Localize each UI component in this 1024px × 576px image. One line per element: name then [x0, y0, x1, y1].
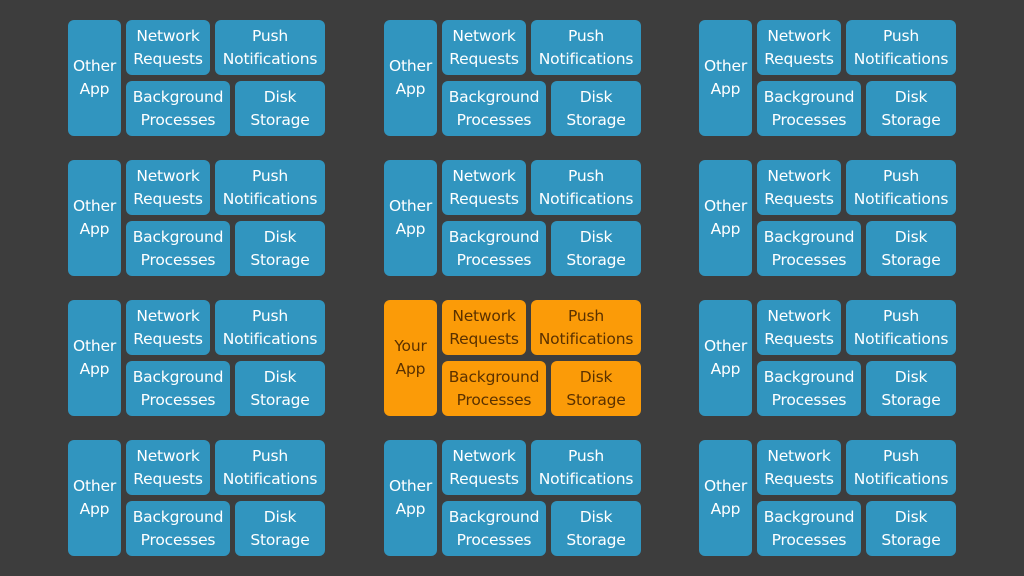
push-notifications-box: Push Notifications	[846, 20, 956, 75]
app-tile: Other App Network Requests Push Notifica…	[699, 300, 957, 416]
network-requests-box: Network Requests	[757, 160, 841, 215]
background-processes-box: Background Processes	[757, 361, 861, 416]
background-processes-box: Background Processes	[757, 501, 861, 556]
background-processes-box: Background Processes	[757, 81, 861, 136]
disk-storage-box: Disk Storage	[866, 361, 956, 416]
disk-storage-box: Disk Storage	[551, 221, 641, 276]
app-label: Other App	[699, 160, 752, 276]
push-notifications-box: Push Notifications	[215, 440, 325, 495]
network-requests-box: Network Requests	[442, 440, 526, 495]
app-label: Other App	[699, 300, 752, 416]
push-notifications-box: Push Notifications	[215, 300, 325, 355]
app-tile: Other App Network Requests Push Notifica…	[699, 160, 957, 276]
network-requests-box: Network Requests	[126, 300, 210, 355]
disk-storage-box: Disk Storage	[235, 221, 325, 276]
disk-storage-box: Disk Storage	[866, 221, 956, 276]
push-notifications-box: Push Notifications	[531, 160, 641, 215]
push-notifications-box: Push Notifications	[846, 440, 956, 495]
disk-storage-box: Disk Storage	[551, 361, 641, 416]
your-app-tile: Your App Network Requests Push Notificat…	[384, 300, 642, 416]
app-tile: Other App Network Requests Push Notifica…	[699, 440, 957, 556]
network-requests-box: Network Requests	[757, 440, 841, 495]
push-notifications-box: Push Notifications	[531, 20, 641, 75]
app-label: Other App	[384, 20, 437, 136]
push-notifications-box: Push Notifications	[846, 160, 956, 215]
push-notifications-box: Push Notifications	[215, 160, 325, 215]
network-requests-box: Network Requests	[442, 20, 526, 75]
background-processes-box: Background Processes	[126, 361, 230, 416]
disk-storage-box: Disk Storage	[551, 501, 641, 556]
push-notifications-box: Push Notifications	[846, 300, 956, 355]
disk-storage-box: Disk Storage	[235, 361, 325, 416]
background-processes-box: Background Processes	[442, 221, 546, 276]
disk-storage-box: Disk Storage	[235, 501, 325, 556]
network-requests-box: Network Requests	[757, 300, 841, 355]
app-tile: Other App Network Requests Push Notifica…	[68, 440, 326, 556]
app-label: Other App	[68, 160, 121, 276]
app-label: Other App	[68, 440, 121, 556]
disk-storage-box: Disk Storage	[866, 81, 956, 136]
app-tile: Other App Network Requests Push Notifica…	[68, 20, 326, 136]
app-tile: Other App Network Requests Push Notifica…	[384, 440, 642, 556]
push-notifications-box: Push Notifications	[531, 440, 641, 495]
app-label: Other App	[68, 20, 121, 136]
background-processes-box: Background Processes	[442, 81, 546, 136]
app-label: Other App	[68, 300, 121, 416]
app-label: Other App	[699, 20, 752, 136]
background-processes-box: Background Processes	[126, 221, 230, 276]
app-tile: Other App Network Requests Push Notifica…	[384, 20, 642, 136]
app-tile: Other App Network Requests Push Notifica…	[699, 20, 957, 136]
app-tile: Other App Network Requests Push Notifica…	[384, 160, 642, 276]
background-processes-box: Background Processes	[126, 501, 230, 556]
background-processes-box: Background Processes	[126, 81, 230, 136]
push-notifications-box: Push Notifications	[531, 300, 641, 355]
background-processes-box: Background Processes	[442, 361, 546, 416]
push-notifications-box: Push Notifications	[215, 20, 325, 75]
network-requests-box: Network Requests	[126, 160, 210, 215]
disk-storage-box: Disk Storage	[866, 501, 956, 556]
network-requests-box: Network Requests	[442, 160, 526, 215]
disk-storage-box: Disk Storage	[551, 81, 641, 136]
your-app-label: Your App	[384, 300, 437, 416]
app-label: Other App	[384, 440, 437, 556]
app-tile: Other App Network Requests Push Notifica…	[68, 300, 326, 416]
network-requests-box: Network Requests	[126, 20, 210, 75]
app-label: Other App	[699, 440, 752, 556]
disk-storage-box: Disk Storage	[235, 81, 325, 136]
background-processes-box: Background Processes	[442, 501, 546, 556]
network-requests-box: Network Requests	[757, 20, 841, 75]
network-requests-box: Network Requests	[442, 300, 526, 355]
background-processes-box: Background Processes	[757, 221, 861, 276]
app-label: Other App	[384, 160, 437, 276]
app-tile: Other App Network Requests Push Notifica…	[68, 160, 326, 276]
network-requests-box: Network Requests	[126, 440, 210, 495]
